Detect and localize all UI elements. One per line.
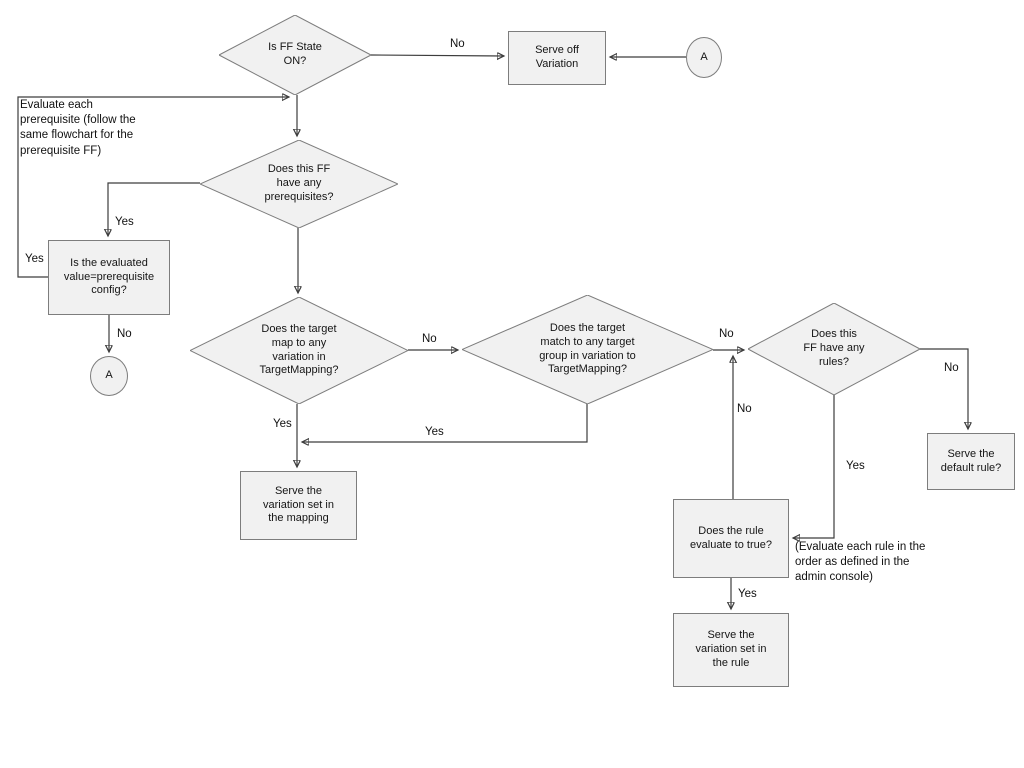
diamond-shape (748, 303, 920, 395)
decision-label: Does the target map to any variation in … (259, 322, 339, 377)
process-label: Is the evaluated value=prerequisite conf… (63, 256, 155, 297)
edge-label-target-map-yes: Yes (273, 418, 292, 430)
connector-label: A (105, 369, 113, 382)
process-serve-off-variation: Serve off Variation (508, 31, 606, 85)
edge-rules-yes-to-ruleeval (793, 395, 835, 538)
decision-label: Does the target match to any target grou… (539, 321, 636, 376)
process-label: Does the rule evaluate to true? (690, 524, 772, 551)
connector-a-left: A (90, 356, 128, 396)
decision-label: Does this FF have any prerequisites? (264, 163, 334, 203)
connector-a-top: A (686, 37, 722, 78)
decision-label: Is FF State ON? (268, 41, 322, 67)
edge-targetmatch-yes-to-servemapping (302, 404, 588, 442)
edge-prerequisites-yes-to-evaluated (108, 182, 200, 236)
edge-label-rules-yes: Yes (846, 460, 865, 472)
edge-label-loopback-yes: Yes (25, 253, 44, 265)
decision-target-match-group: Does the target match to any target grou… (462, 295, 713, 404)
note-evaluate-rules: (Evaluate each rule in the order as defi… (795, 541, 926, 584)
decision-has-rules: Does this FF have any rules? (748, 303, 920, 395)
connector-label: A (700, 50, 708, 63)
process-serve-variation-rule: Serve the variation set in the rule (673, 613, 789, 687)
process-rule-evaluates-true: Does the rule evaluate to true? (673, 499, 789, 578)
decision-label: Does this FF have any rules? (803, 328, 865, 368)
edge-label-rule-eval-yes: Yes (738, 588, 757, 600)
process-label: Serve the default rule? (940, 447, 1002, 474)
edge-label-target-map-no: No (422, 333, 437, 345)
decision-target-map-variation: Does the target map to any variation in … (190, 297, 408, 404)
edge-ffstate-no-to-serveoff (370, 55, 504, 56)
process-label: Serve off Variation (535, 44, 579, 70)
diamond-shape (462, 295, 713, 404)
diamond-shape (219, 15, 371, 95)
process-evaluated-value-config: Is the evaluated value=prerequisite conf… (48, 240, 170, 315)
diamond-shape (190, 297, 408, 404)
edge-label-ff-state-no: No (450, 38, 465, 50)
decision-is-ff-state-on: Is FF State ON? (219, 15, 371, 95)
process-label: Serve the variation set in the mapping (263, 484, 334, 525)
note-evaluate-prerequisite: Evaluate each prerequisite (follow the s… (20, 99, 136, 157)
edge-label-rules-no: No (944, 362, 959, 374)
process-label: Serve the variation set in the rule (695, 629, 767, 669)
edge-label-target-match-no: No (719, 328, 734, 340)
edge-evaluated-yes-loopback (17, 97, 289, 278)
edge-rules-no-to-default (920, 348, 968, 429)
diamond-shape (200, 140, 398, 228)
process-serve-variation-mapping: Serve the variation set in the mapping (240, 471, 357, 540)
edge-label-target-match-yes: Yes (425, 426, 444, 438)
edge-label-evaluated-no: No (117, 328, 132, 340)
decision-has-prerequisites: Does this FF have any prerequisites? (200, 140, 398, 228)
edge-label-rule-eval-no: No (737, 403, 752, 415)
edge-label-prerequisites-yes: Yes (115, 216, 134, 228)
process-serve-default-rule: Serve the default rule? (927, 433, 1015, 490)
